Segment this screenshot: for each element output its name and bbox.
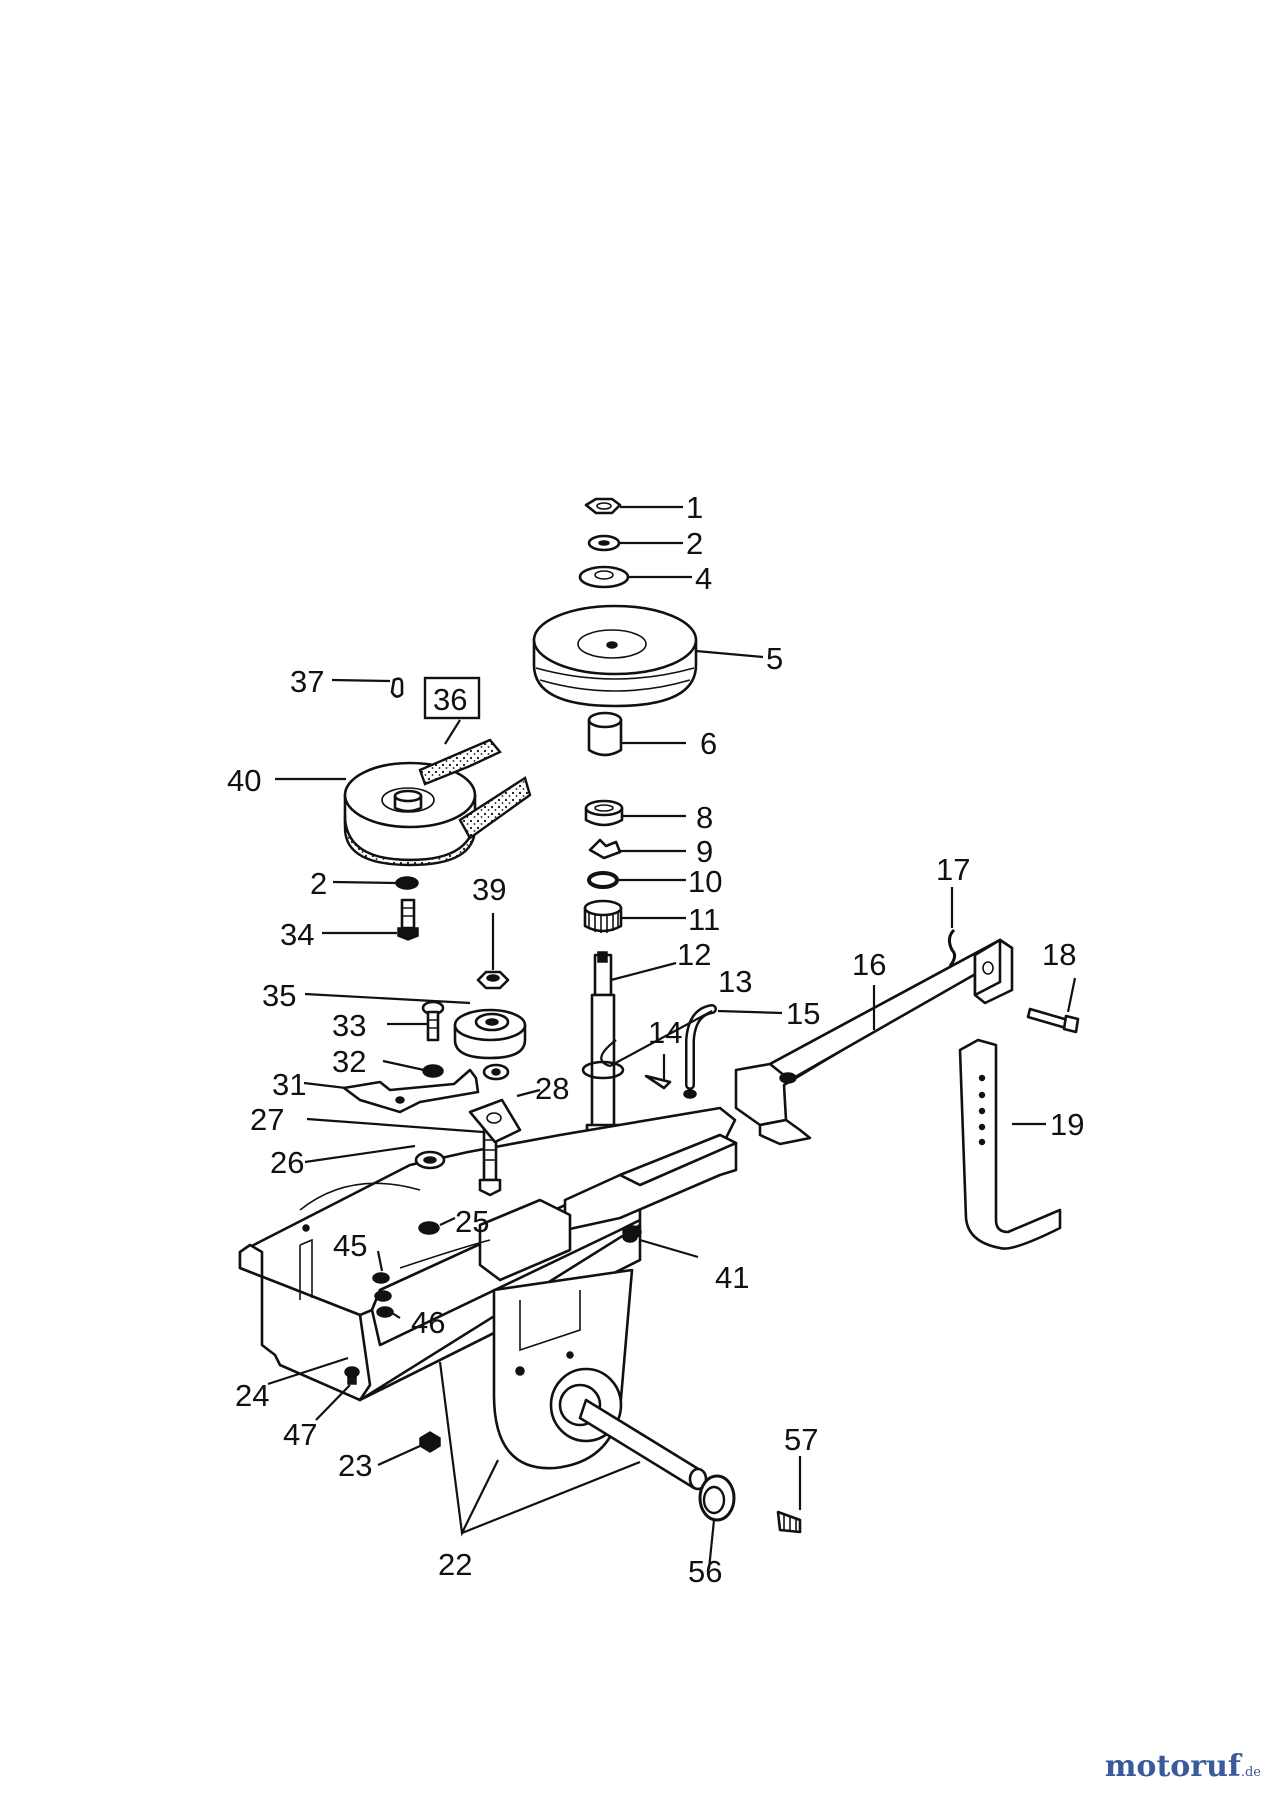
callout-24: 24 xyxy=(235,1378,269,1413)
part-frame-and-gear-case xyxy=(238,1106,738,1491)
callout-12: 12 xyxy=(677,937,711,972)
part-washer-26 xyxy=(414,1150,446,1170)
part-screw-45-46 xyxy=(372,1272,394,1318)
part-bushing xyxy=(587,711,623,757)
callout-39: 39 xyxy=(472,872,506,907)
callout-35: 35 xyxy=(262,978,296,1013)
part-idler-arm xyxy=(342,1063,510,1114)
callout-56: 56 xyxy=(688,1554,722,1589)
callout-11: 11 xyxy=(688,902,720,937)
part-hitch-bar xyxy=(734,938,1014,1146)
part-spring-washer xyxy=(588,838,622,860)
part-pulley xyxy=(532,604,698,708)
part-hitch-plate xyxy=(958,1038,1062,1250)
part-nut-23 xyxy=(419,1431,441,1453)
part-nut-39 xyxy=(476,970,510,990)
callout-45: 45 xyxy=(333,1228,367,1263)
part-screw-41 xyxy=(622,1231,638,1243)
callout-32: 32 xyxy=(332,1044,366,1079)
part-flat-washer xyxy=(578,565,630,589)
callout-28: 28 xyxy=(535,1071,569,1106)
part-pulley-with-belt xyxy=(343,738,532,867)
callout-33: 33 xyxy=(332,1008,366,1043)
callout-41: 41 xyxy=(715,1260,749,1295)
callout-14: 14 xyxy=(648,1015,682,1050)
callout-18: 18 xyxy=(1042,937,1076,972)
part-set-screw xyxy=(776,1510,802,1534)
part-bracket-28 xyxy=(468,1098,522,1144)
watermark-tld: .de xyxy=(1240,1765,1261,1780)
callout-47: 47 xyxy=(283,1417,317,1452)
part-idler-pulley xyxy=(453,1008,527,1060)
part-lock-washer xyxy=(587,534,621,552)
part-bolt-18 xyxy=(1026,1007,1080,1034)
part-nut-25 xyxy=(418,1221,440,1235)
callout-26: 26 xyxy=(270,1145,304,1180)
part-retaining-ring xyxy=(587,871,619,889)
part-nut-32 xyxy=(422,1064,444,1078)
callout-22: 22 xyxy=(438,1547,472,1582)
callout-17: 17 xyxy=(936,852,970,887)
watermark-logo: motoruf.de xyxy=(1105,1749,1261,1784)
callout-25: 25 xyxy=(455,1204,489,1239)
callout-4: 4 xyxy=(695,561,712,596)
callout-8: 8 xyxy=(696,800,713,835)
callout-9: 9 xyxy=(696,834,713,869)
callout-23: 23 xyxy=(338,1448,372,1483)
callout-5: 5 xyxy=(766,641,783,676)
callout-27: 27 xyxy=(250,1102,284,1137)
leader-lines xyxy=(267,505,1077,1570)
callout-57: 57 xyxy=(784,1422,818,1457)
callout-40: 40 xyxy=(227,763,261,798)
part-bearing-cup xyxy=(584,799,624,827)
callout-10: 10 xyxy=(688,864,722,899)
callout-36: 36 xyxy=(433,682,467,717)
part-seal-ring xyxy=(698,1474,736,1522)
watermark-name: motoruf xyxy=(1104,1749,1241,1784)
part-hex-nut xyxy=(584,497,622,515)
part-hair-pin-clip xyxy=(947,928,957,967)
part-screw-47 xyxy=(344,1366,360,1385)
callout-13: 13 xyxy=(718,964,752,999)
callout-19: 19 xyxy=(1050,1107,1084,1142)
part-roller-bearing xyxy=(583,899,623,933)
part-bolt-34 xyxy=(397,898,419,941)
part-bent-rod xyxy=(683,1004,717,1099)
callout-31: 31 xyxy=(272,1067,306,1102)
part-bolt-33 xyxy=(421,1000,445,1042)
callout-6: 6 xyxy=(700,726,717,761)
callout-labels: 1 2 4 5 37 36 6 40 8 9 10 2 11 39 34 17 … xyxy=(227,490,1084,1589)
callout-1: 1 xyxy=(686,490,703,525)
part-key xyxy=(390,677,404,698)
part-cotter-pin xyxy=(644,1074,672,1090)
callout-46: 46 xyxy=(411,1305,445,1340)
part-washer-2b xyxy=(395,876,419,890)
callout-37: 37 xyxy=(290,664,324,699)
callout-36-box xyxy=(423,676,481,720)
callout-2b: 2 xyxy=(310,866,327,901)
callout-16: 16 xyxy=(852,947,886,982)
callout-2: 2 xyxy=(686,526,703,561)
callout-15: 15 xyxy=(786,996,820,1031)
callout-34: 34 xyxy=(280,917,314,952)
